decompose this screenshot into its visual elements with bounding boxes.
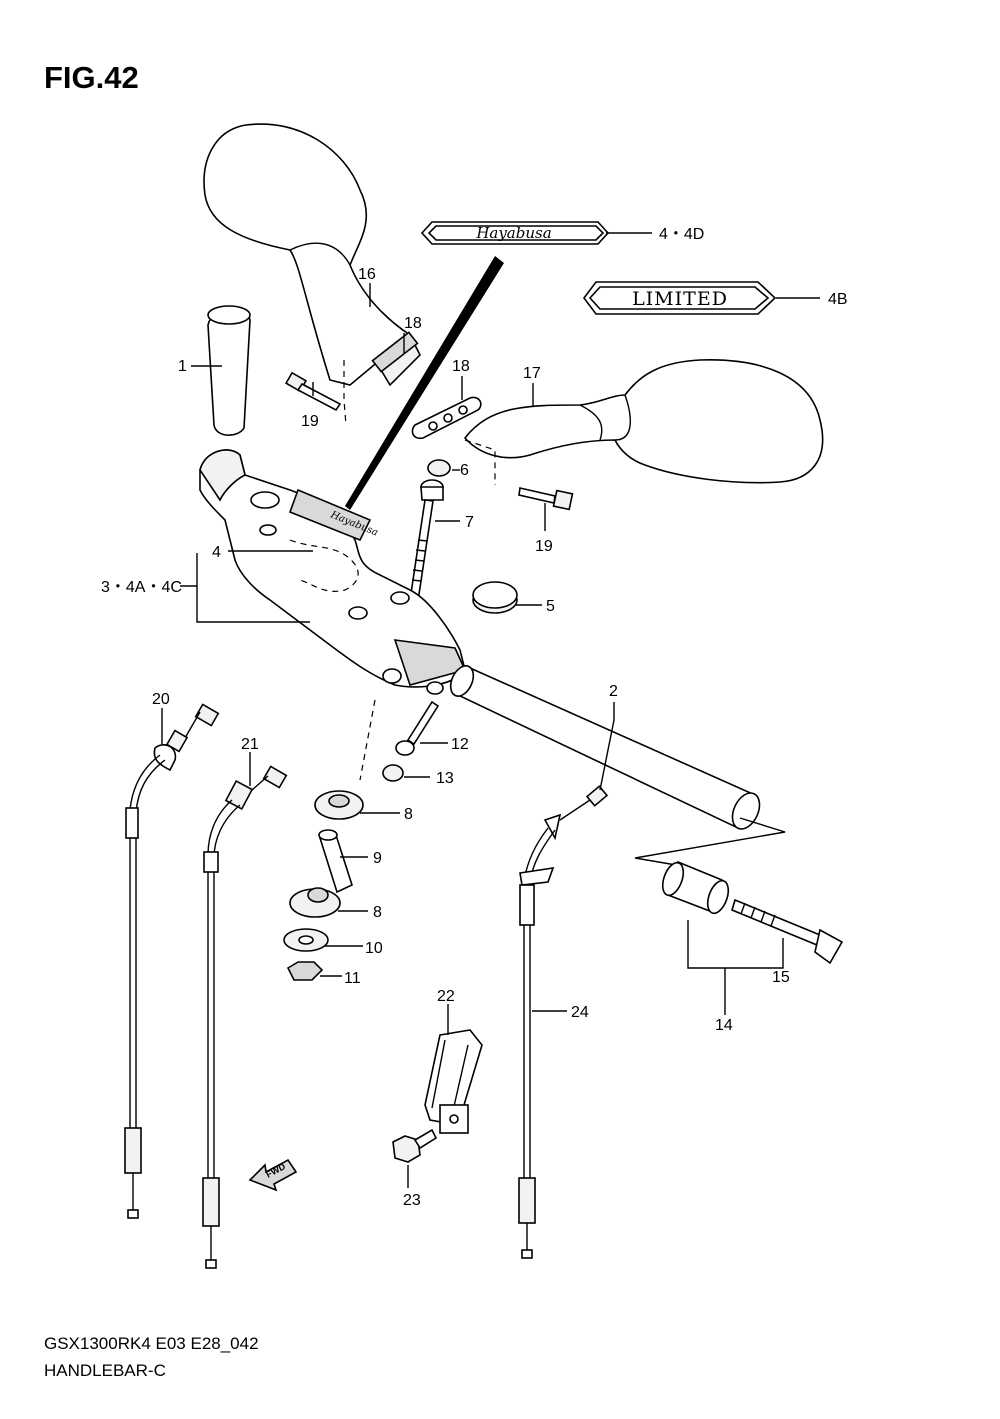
fwd-arrow: FWD: [248, 1158, 298, 1192]
callout-3-4a-4c: 3・4A・4C: [101, 579, 182, 596]
cap-6: [427, 459, 451, 477]
handlebar-holder: Hayabusa: [199, 449, 467, 781]
callout-6: 6: [460, 462, 469, 479]
hayabusa-decal-text: Hayabusa: [475, 224, 551, 242]
callout-8-lower: 8: [373, 904, 382, 921]
hayabusa-decal: Hayabusa: [420, 221, 610, 245]
callout-7: 7: [465, 514, 474, 531]
callout-17: 17: [523, 365, 541, 382]
bar-end-weight: [661, 860, 844, 965]
callout-4: 4: [212, 544, 221, 561]
callout-8-upper: 8: [404, 806, 413, 823]
limited-decal: LIMITED: [583, 281, 777, 315]
callout-18-left: 18: [404, 315, 422, 332]
callout-20: 20: [152, 691, 170, 708]
decal-pointer: [345, 256, 504, 510]
callout-4b: 4B: [828, 291, 848, 308]
clutch-cable-24: [518, 785, 609, 1259]
figure-name: HANDLEBAR-C: [44, 1361, 166, 1380]
clamp-18-right: [411, 396, 482, 440]
callout-5: 5: [546, 598, 555, 615]
handlebar-tube: [449, 665, 761, 830]
damper-stack: [283, 790, 364, 981]
callout-24: 24: [571, 1004, 589, 1021]
callout-16: 16: [358, 266, 376, 283]
mirror-right: [463, 359, 824, 484]
cable-bracket-22: [424, 1029, 483, 1134]
callout-19-right: 19: [535, 538, 553, 555]
callout-9: 9: [373, 850, 382, 867]
break-line: [634, 817, 786, 867]
callout-14: 14: [715, 1017, 733, 1034]
figure-title: FIG.42: [44, 60, 139, 95]
callout-11: 11: [344, 970, 361, 987]
callout-21: 21: [241, 736, 259, 753]
bolt-19-right: [464, 439, 574, 511]
callout-18-right: 18: [452, 358, 470, 375]
cap-5: [472, 581, 518, 614]
bolt-23: [392, 1128, 438, 1163]
callout-13: 13: [436, 770, 454, 787]
callout-4-4d: 4・4D: [659, 226, 704, 243]
callout-15: 15: [772, 969, 790, 986]
throttle-cable-21: [202, 765, 288, 1269]
bolt-12: [395, 700, 440, 756]
leader-lines: [161, 232, 820, 1188]
callout-1: 1: [178, 358, 187, 375]
callout-19-left: 19: [301, 413, 319, 430]
callout-10: 10: [365, 940, 383, 957]
model-code: GSX1300RK4 E03 E28_042: [44, 1334, 259, 1353]
limited-decal-text: LIMITED: [632, 288, 728, 310]
callout-12: 12: [451, 736, 469, 753]
callout-22: 22: [437, 988, 455, 1005]
throttle-cable-20: [124, 703, 220, 1219]
bolt-19-left: [284, 371, 342, 412]
cap-13: [382, 764, 404, 782]
callout-labels: 16 18 1 19 18 17 4・4D 4B 6 7 19 5 4 3・4A…: [101, 226, 848, 1209]
grip-part-1: [207, 305, 251, 436]
callout-23: 23: [403, 1192, 421, 1209]
callout-2: 2: [609, 683, 618, 700]
bolt-7: [409, 479, 444, 602]
mirror-left: [203, 123, 421, 426]
